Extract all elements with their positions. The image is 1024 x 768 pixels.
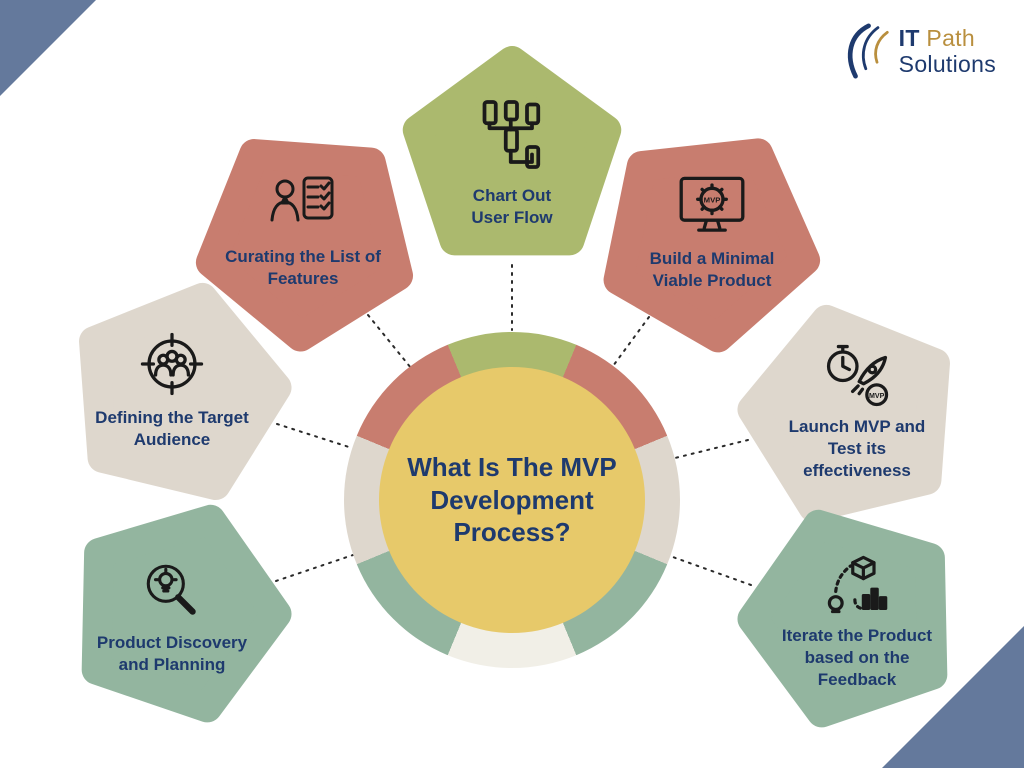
step-label: Launch MVP and Test its effectiveness (788, 417, 926, 480)
step-label: Chart Out User Flow (471, 186, 553, 227)
logo-swoosh-icon (847, 23, 889, 79)
step-label: Defining the Target Audience (95, 408, 249, 449)
step-build-minimal-viable-product: MVP Build a Minimal Viable Product (597, 118, 827, 353)
diagram-title: What Is The MVP Development Process? (407, 452, 617, 548)
iterate-box-chart-icon (823, 553, 891, 617)
pentagon-shape (737, 304, 950, 523)
logo-text: IT Path Solutions (899, 25, 996, 78)
step-product-discovery-planning: Product Discovery and Planning (57, 502, 292, 732)
pentagon-shape (81, 504, 292, 723)
step-chart-out-user-flow: Chart Out User Flow (397, 38, 627, 268)
monitor-gear-mvp-icon: MVP (676, 174, 748, 240)
logo-solutions: Solutions (898, 51, 996, 77)
step-label: Iterate the Product based on the Feedbac… (781, 626, 933, 689)
step-label: Curating the List of Features (225, 247, 381, 288)
connector-top-left (367, 314, 412, 369)
step-curating-list-of-features: Curating the List of Features (188, 117, 418, 352)
connector-right (674, 439, 749, 459)
pentagon-shape (603, 138, 821, 353)
svg-text:MVP: MVP (704, 196, 721, 205)
center-circle: What Is The MVP Development Process? (379, 367, 645, 633)
person-checklist-icon (267, 174, 339, 238)
pentagon-shape (195, 139, 414, 352)
pentagon-shape (79, 282, 292, 501)
connector-top-right (612, 316, 650, 367)
flowchart-icon (472, 97, 552, 177)
step-label: Product Discovery and Planning (96, 633, 248, 674)
logo-path: Path (926, 24, 975, 51)
connector-bottom-left (275, 554, 354, 582)
step-defining-target-audience: Defining the Target Audience (57, 275, 292, 505)
magnifier-bulb-icon (139, 558, 205, 624)
step-iterate-product-feedback: Iterate the Product based on the Feedbac… (737, 507, 972, 737)
step-label: Build a Minimal Viable Product (649, 249, 775, 290)
stopwatch-rocket-mvp-icon: MVP (822, 342, 892, 408)
pentagon-shape (737, 509, 948, 728)
svg-text:MVP: MVP (869, 392, 885, 400)
logo: IT Path Solutions (835, 22, 996, 80)
step-launch-mvp-test: MVP Launch MVP and Test its effectivenes… (737, 297, 972, 527)
connector-left (276, 423, 353, 449)
target-audience-icon (137, 329, 207, 399)
connector-bottom-right (669, 555, 752, 586)
logo-it: IT (898, 24, 920, 51)
